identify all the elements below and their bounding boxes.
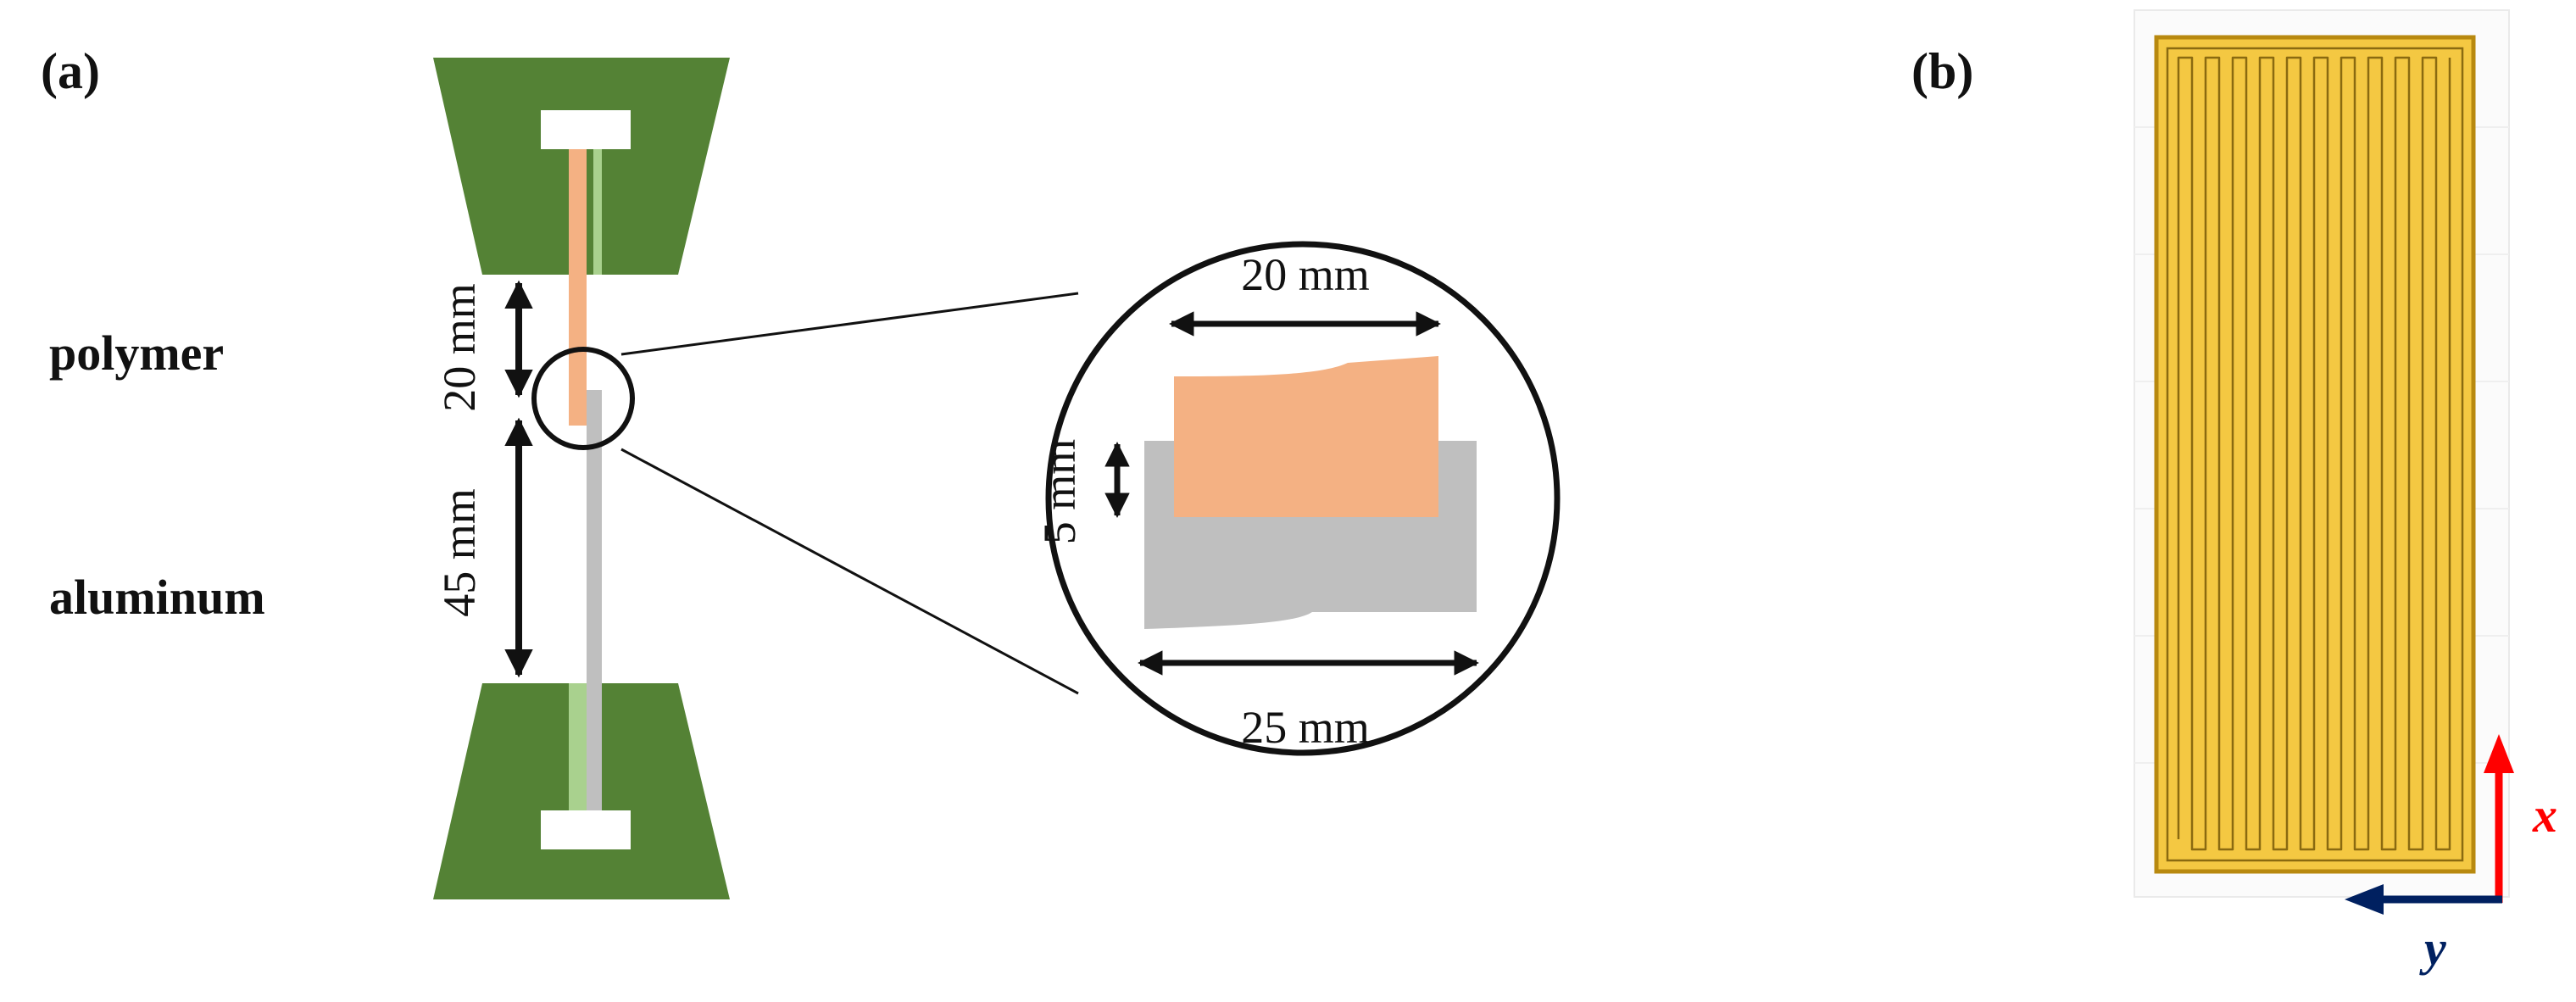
top-grip-spacer bbox=[593, 149, 602, 275]
specimen-perimeter bbox=[2166, 47, 2464, 862]
zoom-polymer-piece bbox=[1174, 356, 1438, 517]
bottom-grip bbox=[433, 683, 730, 899]
printed-specimen bbox=[2154, 35, 2476, 874]
x-axis-arrowhead-icon bbox=[2484, 734, 2514, 773]
polymer-label: polymer bbox=[49, 326, 224, 381]
panel-a-label: (a) bbox=[41, 43, 100, 99]
polymer-strip bbox=[569, 149, 587, 426]
dimension-label-aluminum-width: 25 mm bbox=[1241, 702, 1370, 753]
infill-pattern bbox=[2177, 56, 2451, 851]
zoom-line-top bbox=[620, 292, 1079, 356]
panel-b-label: (b) bbox=[1911, 43, 1973, 99]
panel-a: (a) polymer aluminum 20 mm 45 mm bbox=[41, 43, 1561, 899]
dimension-label-polymer: 20 mm bbox=[434, 283, 485, 412]
panel-b: (b) x y bbox=[1911, 9, 2557, 976]
axis-indicator: x y bbox=[2345, 734, 2557, 976]
detail-circle bbox=[531, 347, 635, 450]
zoom-detail: 20 mm 5 mm 25 mm bbox=[1034, 241, 1561, 756]
top-grip-hole bbox=[541, 110, 631, 149]
dimension-label-aluminum: 45 mm bbox=[434, 488, 485, 617]
zoom-line-bottom bbox=[620, 448, 1079, 695]
bottom-grip-hole bbox=[541, 810, 631, 849]
y-axis-arrowhead-icon bbox=[2345, 884, 2384, 915]
aluminum-label: aluminum bbox=[49, 570, 265, 625]
y-axis-label: y bbox=[2419, 921, 2446, 976]
dimension-label-overlap-height: 5 mm bbox=[1034, 439, 1085, 545]
bottom-grip-spacer bbox=[569, 683, 587, 810]
x-axis-label: x bbox=[2532, 788, 2557, 843]
aluminum-strip bbox=[587, 390, 602, 810]
dimension-label-overlap-width: 20 mm bbox=[1241, 249, 1370, 300]
